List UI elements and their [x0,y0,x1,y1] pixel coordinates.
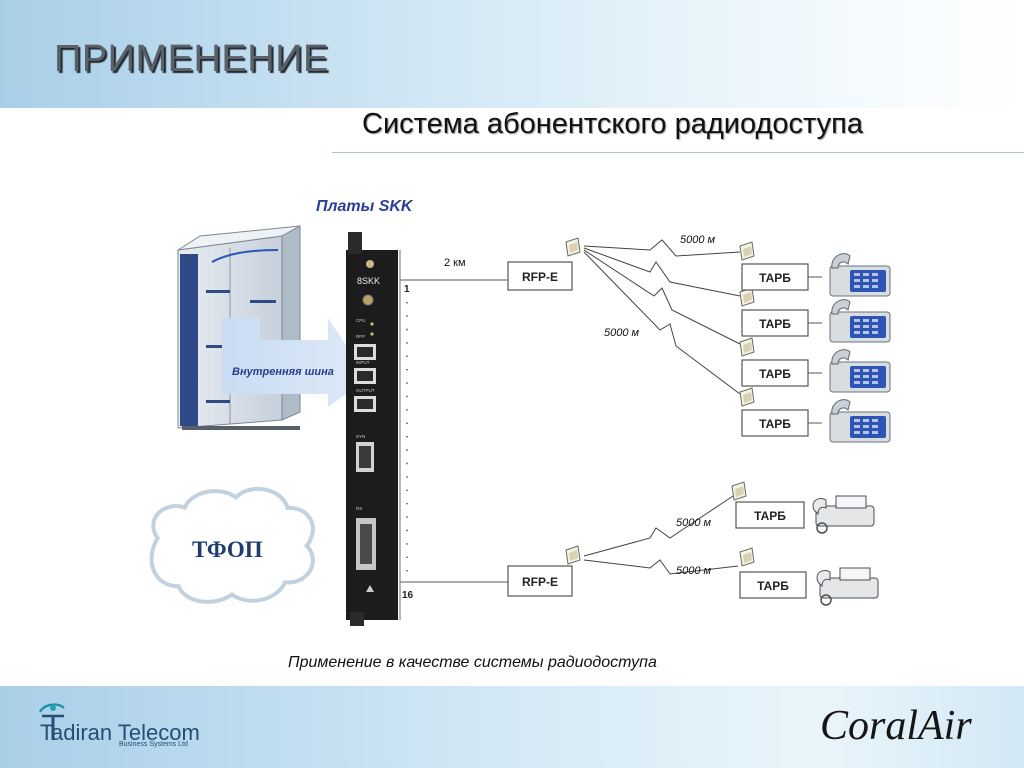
tarb-label-4: ТАРБ [759,417,791,431]
pstn-cloud-label: ТФОП [192,537,263,562]
terminal-antenna-3 [739,337,755,357]
tarb-box-6 [739,571,807,599]
card-tag-rfp: RFP [356,334,365,339]
slide-subtitle: Система абонентского радиодоступа [362,108,863,140]
skk-card: 8SKK CPU RFP INPUT OUTPUT SYN RS [346,232,401,626]
rfp-e-box-1: RFP-E [507,261,573,291]
radio-links [583,239,741,575]
terminal-antenna-6 [739,547,755,567]
radio-distance-label-3: 5000 м [676,517,712,529]
internal-bus-arrow [222,318,368,407]
card-name-label: 8SKK [357,276,380,286]
pstn-cloud [149,487,315,604]
radio-distance-label-4: 5000 м [676,565,712,577]
rfp-e-label-2: RFP-E [522,575,558,589]
diagram-caption: Применение в качестве системы радиодосту… [288,654,657,671]
rfp-antenna-2 [565,545,581,565]
tarb-box-3 [741,359,809,387]
phone-icon-4 [829,399,891,443]
radio-distance-label-2: 5000 м [604,327,640,339]
internal-bus-label: Внутренняя шина [232,366,334,378]
terminal-antenna-1 [739,241,755,261]
company-logo-text: Tadiran Telecom [40,720,200,745]
tarb-label-6: ТАРБ [757,579,789,593]
phone-icon-3 [829,349,891,393]
rfp-e-box-2: RFP-E [507,565,573,597]
phone-icon-5 [812,495,875,534]
port-last-label: 16 [402,590,414,601]
subtitle-divider [332,152,1024,153]
rfp-e-label-1: RFP-E [522,270,558,284]
tarb-box-2 [741,309,809,337]
tarb-box-1 [741,263,809,291]
company-logo-subtext: Business Systems Ltd [119,741,188,748]
phone-icon-6 [816,567,879,606]
product-brand-logo: CoralAir [820,703,972,749]
phone-icon-1 [829,253,891,297]
port-first-label: 1 [404,284,410,295]
terminal-antenna-5 [731,481,747,501]
card-tag-cpu: CPU [356,318,366,323]
terminal-antenna-2 [739,287,755,307]
tarb-label-2: ТАРБ [759,317,791,331]
rfp-antenna-1 [565,237,581,257]
header-band [0,0,1024,108]
tarb-box-4 [741,409,809,437]
card-tag-syn: SYN [356,434,365,439]
phone-icon-2 [829,299,891,343]
tarb-label-5: ТАРБ [754,509,786,523]
tarb-label-1: ТАРБ [759,271,791,285]
card-tag-input: INPUT [356,360,370,365]
boards-label: Платы SKK [316,198,413,215]
page-title: ПРИМЕНЕНИЕ [54,38,329,80]
cable-length-label: 2 км [444,257,466,269]
terminal-antenna-4 [739,387,755,407]
tarb-box-5 [735,501,805,529]
radio-distance-label-1: 5000 м [680,234,716,246]
tarb-label-3: ТАРБ [759,367,791,381]
card-tag-rs: RS [356,506,362,511]
tadiran-logo-icon [39,703,65,740]
footer-band [0,686,1024,768]
card-tag-output: OUTPUT [356,388,375,393]
